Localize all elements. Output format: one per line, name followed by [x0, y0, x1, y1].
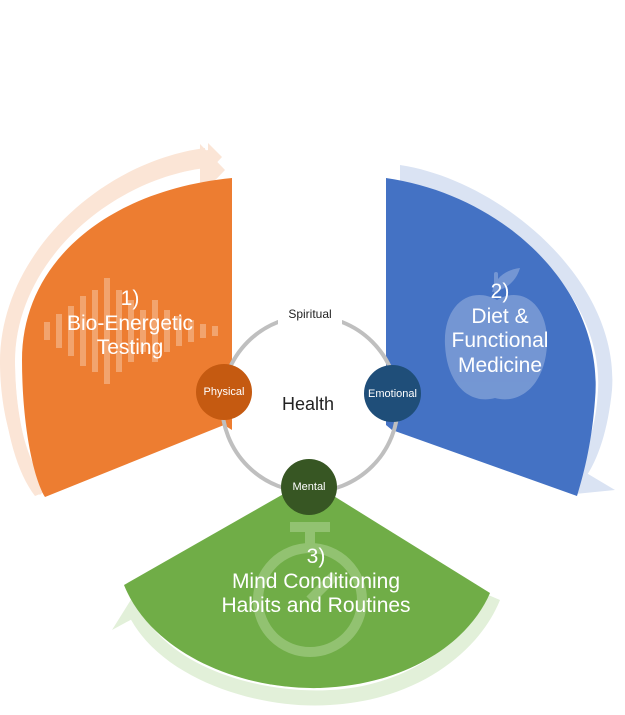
bio-cycle-arrow-body	[0, 148, 205, 495]
bio-number: 1)	[120, 287, 140, 310]
emotional-node: Emotional	[364, 365, 421, 422]
bio-segment	[22, 178, 232, 497]
mind-label: 3) Mind Conditioning Habits and Routines	[196, 545, 436, 619]
diet-line-3: Medicine	[457, 353, 543, 377]
bio-line-2: Testing	[96, 336, 164, 360]
mind-line-2: Habits and Routines	[221, 594, 411, 618]
spiritual-label: Spiritual	[288, 307, 332, 321]
bio-line-1: Bio-Energetic	[66, 311, 194, 335]
mind-cycle-arrow-body	[128, 594, 500, 706]
diet-number: 2)	[490, 280, 510, 303]
apple-icon	[444, 268, 548, 400]
stopwatch-icon	[253, 522, 367, 657]
sound-wave-icon	[44, 278, 218, 384]
physical-node: Physical	[196, 364, 252, 420]
center-label: Health	[281, 394, 335, 414]
mind-segment	[124, 480, 490, 689]
bio-label: 1) Bio-Energetic Testing	[40, 287, 220, 361]
mind-line-1: Mind Conditioning	[231, 569, 401, 593]
diet-line-1: Diet &	[471, 304, 529, 328]
diet-label: 2) Diet & Functional Medicine	[420, 280, 580, 378]
mind-number: 3)	[306, 545, 326, 568]
diet-line-2: Functional	[451, 329, 549, 353]
mental-node: Mental	[281, 459, 337, 515]
